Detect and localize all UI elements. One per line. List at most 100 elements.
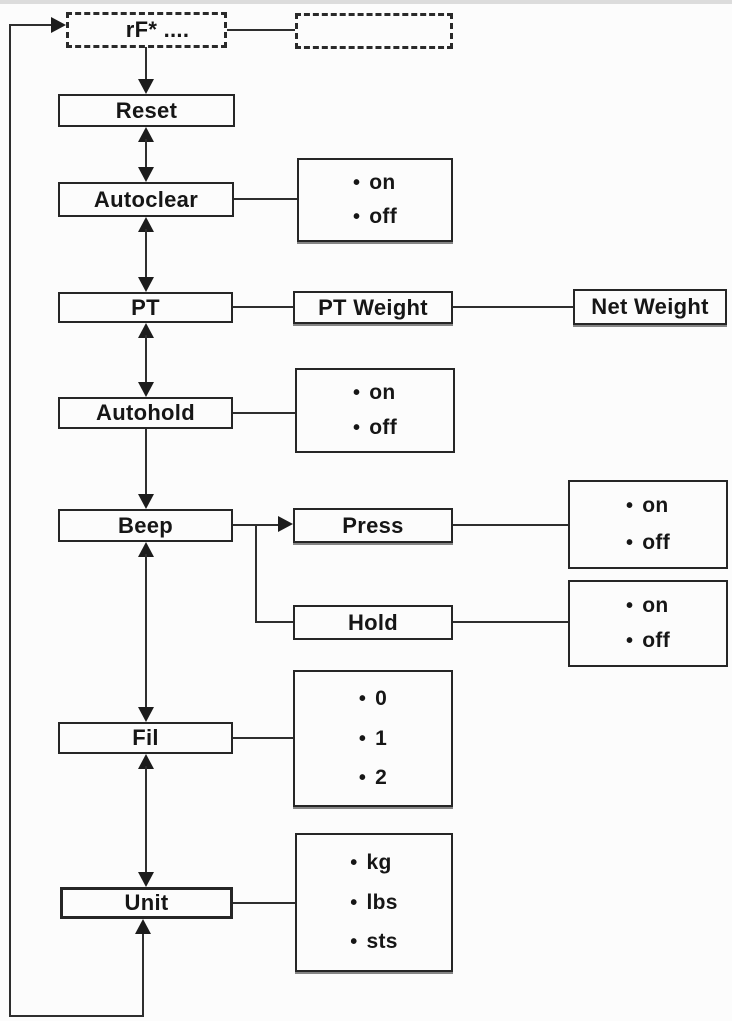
bullet-icon: • [358, 727, 367, 750]
connector-branch-hold [256, 621, 293, 623]
option-item: • off [626, 531, 670, 555]
option-label: on [642, 593, 669, 617]
bullet-icon: • [625, 531, 634, 554]
bullet-icon: • [625, 594, 634, 617]
arrowhead-up [138, 217, 154, 232]
node-label: Unit [124, 890, 169, 915]
arrowhead-down [138, 79, 154, 94]
arrowhead-up [135, 919, 151, 934]
option-item: • off [353, 416, 397, 440]
connector-beep-fil [145, 554, 147, 710]
node-label: Net Weight [591, 294, 709, 319]
arrowhead-up [138, 323, 154, 338]
bullet-icon: • [352, 206, 361, 229]
arrowhead-up [138, 127, 154, 142]
option-label: off [369, 416, 398, 439]
node-label: Beep [118, 512, 173, 538]
connector-rf-reset [145, 47, 147, 87]
connector-beep-branch-vertical [255, 524, 257, 623]
option-label: 2 [375, 765, 388, 789]
options-box-autoclear: • on • off [297, 158, 453, 242]
option-label: 1 [375, 726, 388, 750]
node-autohold: Autohold [58, 397, 233, 429]
connector-autoclear-options [234, 198, 297, 200]
connector-unit-options [233, 902, 295, 904]
bullet-icon: • [350, 931, 358, 954]
option-label: lbs [366, 890, 398, 914]
options-box-autohold: • on • off [295, 368, 455, 453]
connector-autoclear-pt [145, 229, 147, 280]
node-label: Hold [347, 609, 399, 635]
node-rf: rF* .... [66, 12, 227, 48]
connector-press-options [453, 524, 568, 526]
node-label: Fil [132, 725, 159, 750]
option-item: • on [626, 494, 670, 518]
loop-left-vertical [9, 24, 11, 1017]
option-label: sts [366, 930, 398, 954]
option-item: • sts [350, 930, 398, 954]
options-box-unit: • kg • lbs • sts [295, 833, 453, 972]
arrowhead-right [51, 17, 66, 33]
arrowhead-up [138, 542, 154, 557]
option-item: • on [626, 594, 670, 618]
node-rf-blank [295, 13, 453, 49]
arrowhead-down [138, 707, 154, 722]
bullet-icon: • [358, 688, 367, 711]
connector-reset-autoclear [145, 139, 147, 170]
option-label: off [642, 530, 671, 554]
option-item: • off [353, 205, 397, 229]
node-reset: Reset [58, 94, 235, 127]
bullet-icon: • [350, 851, 358, 874]
arrowhead-down [138, 494, 154, 509]
node-net-weight: Net Weight [573, 289, 727, 325]
arrowhead-up [138, 754, 154, 769]
options-box-fil: • 0 • 1 • 2 [293, 670, 453, 807]
node-label: rF* .... [125, 17, 190, 42]
option-label: on [369, 170, 396, 194]
bullet-icon: • [358, 766, 367, 789]
node-label: PT [131, 294, 160, 320]
option-label: 0 [375, 687, 388, 711]
option-label: kg [366, 850, 392, 874]
connector-pt-ptweight [233, 306, 293, 308]
connector-pt-autohold [145, 335, 147, 385]
node-label: Autoclear [93, 186, 199, 212]
connector-rf-blank [227, 29, 295, 31]
node-label: Press [342, 512, 404, 538]
connector-fil-options [233, 737, 293, 739]
option-label: on [369, 381, 396, 404]
option-item: • lbs [350, 891, 398, 915]
bullet-icon: • [350, 891, 358, 914]
node-pt: PT [58, 292, 233, 323]
node-autoclear: Autoclear [58, 182, 234, 217]
bullet-icon: • [352, 382, 361, 404]
option-label: off [369, 205, 398, 229]
arrowhead-down [138, 382, 154, 397]
connector-fil-unit [145, 766, 147, 875]
loop-bottom-horizontal [9, 1015, 143, 1017]
option-label: on [642, 494, 669, 518]
option-item: • on [353, 171, 397, 195]
connector-autohold-beep [145, 429, 147, 497]
node-fil: Fil [58, 722, 233, 754]
option-item: • 0 [359, 687, 387, 711]
option-item: • off [626, 629, 670, 653]
options-box-press: • on • off [568, 480, 728, 569]
node-pt-weight: PT Weight [293, 291, 453, 324]
bullet-icon: • [352, 171, 361, 194]
connector-hold-options [453, 621, 568, 623]
loop-bottom-vertical [142, 932, 144, 1017]
node-hold: Hold [293, 605, 453, 640]
node-label: Autohold [96, 400, 195, 425]
connector-autohold-options [233, 412, 295, 414]
option-label: off [642, 629, 671, 653]
arrowhead-down [138, 872, 154, 887]
arrowhead-right [278, 516, 293, 532]
node-unit: Unit [60, 887, 233, 919]
bullet-icon: • [625, 630, 634, 653]
node-press: Press [293, 508, 453, 543]
connector-ptweight-netweight [453, 306, 573, 308]
scan-artifact-top [0, 0, 732, 4]
option-item: • 2 [359, 766, 387, 790]
node-label: Reset [115, 97, 178, 123]
